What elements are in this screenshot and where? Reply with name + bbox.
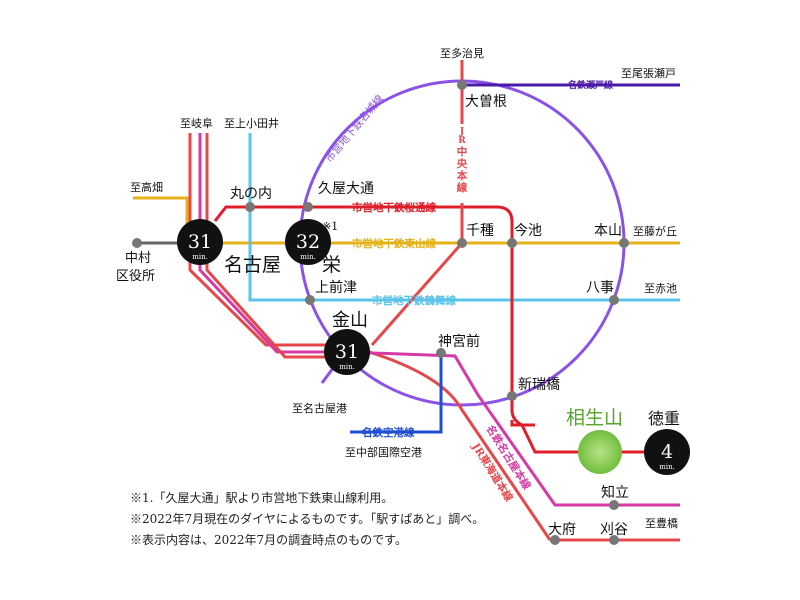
station-chiryu: 知立 xyxy=(601,484,629,501)
station-marunouchi: 丸の内 xyxy=(230,186,272,202)
label-jr-chuo-char: 央 xyxy=(457,157,468,170)
station-kanayama: 金山 xyxy=(332,310,368,331)
note-2: ※2022年7月現在のダイヤによるものです。「駅すぱあと」調べ。 xyxy=(130,512,485,526)
station-tokushige: 徳重 xyxy=(648,409,680,428)
badge-tokushige: 4 min. xyxy=(644,429,690,475)
badge-nagoya: 31 min. xyxy=(177,219,223,265)
jr-extra-line xyxy=(205,133,340,359)
label-jr-chuo-char: 本 xyxy=(457,169,468,182)
dot-hisaya xyxy=(303,202,313,212)
station-ozone: 大曽根 xyxy=(465,94,507,110)
dot-motoyama xyxy=(619,238,629,248)
station-yagoto: 八事 xyxy=(586,280,614,296)
station-dots xyxy=(132,80,629,545)
station-chikusa: 千種 xyxy=(466,223,494,239)
label-jr-chuo-char: 線 xyxy=(457,181,468,194)
dot-nakamura xyxy=(132,238,142,248)
notes: ※1.「久屋大通」駅より市営地下鉄東山線利用。 ※2022年7月現在のダイヤによ… xyxy=(130,488,484,551)
badge-nagoya-minutes: 31 xyxy=(188,231,212,253)
dot-chiryu xyxy=(609,500,619,510)
dot-imaike xyxy=(507,238,517,248)
badge-kanayama-unit: min. xyxy=(339,363,355,371)
badge-sakae-unit: min. xyxy=(300,253,316,261)
meitetsu-airport-line xyxy=(350,348,443,434)
station-hisaya-odori: 久屋大通 xyxy=(318,181,374,197)
label-jr-chuo-bg xyxy=(455,124,469,203)
dir-tajimi: 至多治見 xyxy=(440,46,484,60)
badge-nagoya-unit: min. xyxy=(192,253,208,261)
dot-kamimaezu xyxy=(305,295,315,305)
dot-chikusa xyxy=(457,238,467,248)
dir-kami-otai: 至上小田井 xyxy=(224,116,279,130)
label-tsurumai: 市営地下鉄鶴舞線 xyxy=(372,294,456,307)
badge-kanayama-minutes: 31 xyxy=(335,341,359,363)
station-sakae: 栄 xyxy=(322,254,341,276)
dot-aratamabashi xyxy=(507,391,517,401)
dot-marunouchi xyxy=(245,202,255,212)
label-higashiyama: 市営地下鉄東山線 xyxy=(352,237,436,250)
sakuradori-line xyxy=(213,205,660,454)
higashiyama-line xyxy=(133,196,680,245)
badge-tokushige-minutes: 4 xyxy=(661,441,673,463)
badge-sakae-circle xyxy=(285,219,331,265)
label-meijo: 市営地下鉄名城線 xyxy=(322,92,386,165)
dir-takabata: 至高畑 xyxy=(130,180,163,194)
station-obu: 大府 xyxy=(548,522,576,538)
badge-tokushige-circle xyxy=(644,429,690,475)
station-nagoya: 名古屋 xyxy=(224,254,281,276)
label-jr-chuo-char: 中 xyxy=(457,145,468,158)
sakuradori-south xyxy=(510,420,535,427)
badge-sakae: 32 min. xyxy=(285,219,331,265)
station-kamimaezu: 上前津 xyxy=(315,279,357,296)
dir-akaike: 至赤池 xyxy=(644,282,677,295)
meitetsu-nagoya-line xyxy=(198,133,680,507)
dot-obu xyxy=(550,535,560,545)
badge-kanayama-circle xyxy=(324,329,370,375)
station-nakamura-1: 中村 xyxy=(125,251,151,266)
badge-sakae-minutes: 32 xyxy=(296,231,320,253)
aioiyama-marker xyxy=(578,430,622,474)
label-sakuradori: 市営地下鉄桜通線 xyxy=(352,201,436,214)
label-meitetsu-airport: 名鉄空港線 xyxy=(362,426,415,439)
label-jr-chuo-char: R xyxy=(458,136,466,146)
label-jr-chuo-char: J xyxy=(459,127,464,137)
note-3: ※表示内容は、2022年7月の調査時点のものです。 xyxy=(130,533,407,547)
dir-toyohashi: 至豊橋 xyxy=(645,516,678,530)
label-meitetsu-seto: 名鉄瀬戸線 xyxy=(568,79,613,91)
dir-chubu-airport: 至中部国際空港 xyxy=(345,445,422,459)
dot-kariya xyxy=(609,535,619,545)
station-aratamabashi: 新瑞橋 xyxy=(518,377,560,393)
note-1: ※1.「久屋大通」駅より市営地下鉄東山線利用。 xyxy=(130,491,394,505)
dir-gifu: 至岐阜 xyxy=(180,117,213,130)
station-motoyama: 本山 xyxy=(594,223,622,239)
dir-owari-seto: 至尾張瀬戸 xyxy=(621,66,676,80)
station-nakamura-2: 区役所 xyxy=(116,269,155,284)
dir-nagoyako: 至名古屋港 xyxy=(292,401,347,415)
station-imaike: 今池 xyxy=(514,223,542,239)
station-aioiyama: 相生山 xyxy=(566,407,623,429)
note-mark: ※1 xyxy=(322,220,338,233)
dir-fujigaoka: 至藤が丘 xyxy=(633,224,677,238)
tsurumai-line xyxy=(248,133,680,302)
dot-jingumae xyxy=(436,348,446,358)
dot-yagoto xyxy=(609,295,619,305)
dot-ozone xyxy=(457,80,467,90)
station-kariya: 刈谷 xyxy=(600,522,628,538)
badge-tokushige-unit: min. xyxy=(659,463,675,471)
badge-nagoya-circle xyxy=(177,219,223,265)
badge-kanayama: 31 min. xyxy=(324,329,370,375)
station-jingumae: 神宮前 xyxy=(438,333,480,350)
